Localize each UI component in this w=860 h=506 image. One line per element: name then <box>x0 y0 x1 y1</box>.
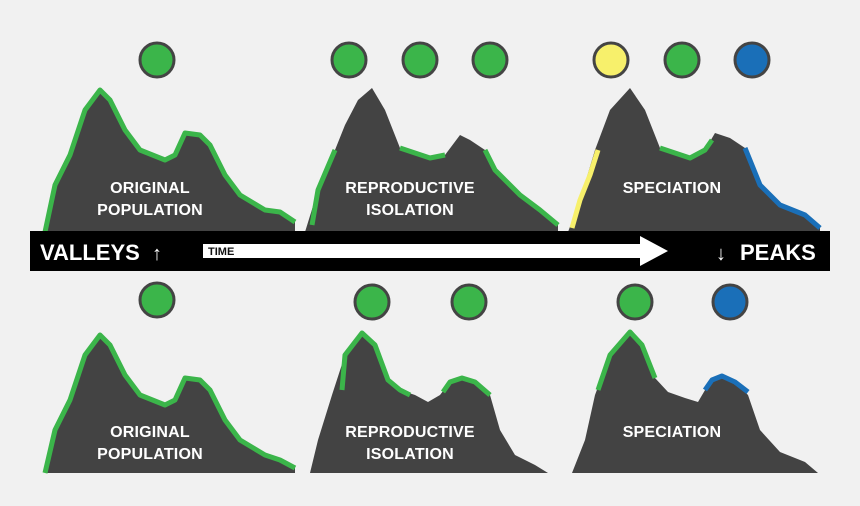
down-arrow-icon: ↓ <box>716 243 726 265</box>
green-ridge-line <box>309 149 338 226</box>
mountain-original-top <box>45 90 295 232</box>
time-arrow-icon <box>203 236 668 266</box>
mountain-isolation-bottom <box>310 333 548 473</box>
green-ridge-line <box>482 148 560 227</box>
panel-label-line2: ISOLATION <box>366 202 454 219</box>
top-panel-speciation: SPECIATION <box>568 41 822 232</box>
blue-ridge-line <box>702 373 750 394</box>
panel-label-line1: SPECIATION <box>623 424 722 441</box>
green-ridge-line <box>399 145 446 161</box>
panel-label-line1: REPRODUCTIVE <box>345 424 475 441</box>
top-panel-isolation: REPRODUCTIVE ISOLATION <box>305 41 560 232</box>
population-circle-green <box>663 41 701 79</box>
green-ridge-line <box>440 375 492 397</box>
population-circle-green <box>450 283 488 321</box>
panel-label-line1: ORIGINAL <box>110 180 190 197</box>
population-circle-green <box>616 283 654 321</box>
green-ridge-line <box>339 330 412 398</box>
peaks-label: PEAKS <box>740 240 816 265</box>
green-ridge-line <box>42 87 297 233</box>
valleys-label: VALLEYS <box>40 240 140 265</box>
time-label: TIME <box>208 246 234 258</box>
bottom-panel-isolation: REPRODUCTIVE ISOLATION <box>310 283 548 473</box>
mountain-speciation-top <box>568 88 820 232</box>
panel-label-line1: ORIGINAL <box>110 424 190 441</box>
up-arrow-icon: ↑ <box>152 243 162 265</box>
green-ridge-line <box>595 329 658 391</box>
panel-label-line1: SPECIATION <box>623 180 722 197</box>
green-ridge-line <box>659 138 715 161</box>
bottom-panel-speciation: SPECIATION <box>572 283 818 473</box>
panel-label-line2: POPULATION <box>97 202 203 219</box>
bottom-panel-original: ORIGINAL POPULATION <box>42 281 297 474</box>
panel-label-line2: ISOLATION <box>366 446 454 463</box>
population-circle-green <box>330 41 368 79</box>
population-circle-green <box>401 41 439 79</box>
top-panel-original: ORIGINAL POPULATION <box>42 41 297 233</box>
population-circle-blue <box>711 283 749 321</box>
population-circle-green <box>471 41 509 79</box>
blue-ridge-line <box>742 147 822 230</box>
panel-label-line2: POPULATION <box>97 446 203 463</box>
panel-label-line1: REPRODUCTIVE <box>345 180 475 197</box>
population-circle-yellow <box>592 41 630 79</box>
time-bar: VALLEYS ↑ TIME ↓ PEAKS <box>30 231 830 271</box>
population-circle-blue <box>733 41 771 79</box>
population-circle-green <box>353 283 391 321</box>
population-circle-green <box>138 281 176 319</box>
yellow-ridge-line <box>569 149 601 229</box>
population-circle-green <box>138 41 176 79</box>
mountain-speciation-bottom <box>572 332 818 473</box>
green-ridge-line <box>42 332 297 474</box>
